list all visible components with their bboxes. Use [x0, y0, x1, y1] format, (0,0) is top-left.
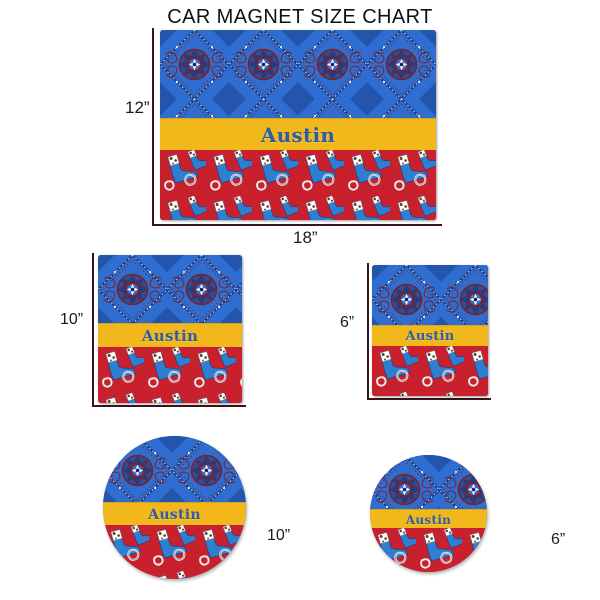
- medium-square-size-label: 10”: [60, 311, 84, 328]
- magnet-small-square[interactable]: Austin: [372, 265, 488, 396]
- bandana-paisley-icon: [98, 255, 242, 323]
- personalized-name: Austin: [260, 123, 336, 147]
- bandana-pattern-region: [98, 255, 242, 323]
- large-rect-height-rule: [152, 28, 154, 224]
- bandana-paisley-icon: [372, 265, 488, 325]
- name-banner: Austin: [98, 323, 242, 349]
- name-banner: Austin: [370, 509, 487, 530]
- small-square-height-rule: [367, 263, 369, 398]
- cowboy-boot-horseshoe-icon: [160, 150, 436, 220]
- personalized-name: Austin: [148, 506, 201, 523]
- bandana-paisley-icon: [160, 30, 436, 118]
- small-square-size-label: 6”: [340, 314, 355, 331]
- personalized-name: Austin: [141, 326, 199, 345]
- bandana-pattern-region: [160, 30, 436, 118]
- name-banner: Austin: [103, 502, 246, 527]
- cowboy-boot-horseshoe-icon: [370, 528, 487, 572]
- boots-pattern-region: [160, 150, 436, 220]
- boots-pattern-region: [103, 525, 246, 579]
- small-square-width-rule: [367, 398, 491, 400]
- personalized-name: Austin: [405, 512, 452, 527]
- large-rect-width-label: 18”: [293, 228, 318, 247]
- bandana-pattern-region: [372, 265, 488, 325]
- personalized-name: Austin: [405, 329, 455, 344]
- magnet-large-circle[interactable]: Austin: [103, 436, 246, 579]
- medium-square-width-rule: [92, 405, 246, 407]
- large-rect-width-rule: [152, 224, 442, 226]
- bandana-paisley-icon: [370, 455, 487, 509]
- page-title: CAR MAGNET SIZE CHART: [167, 6, 433, 28]
- cowboy-boot-horseshoe-icon: [98, 347, 242, 403]
- boots-pattern-region: [98, 347, 242, 403]
- bandana-paisley-icon: [103, 436, 246, 502]
- cowboy-boot-horseshoe-icon: [372, 346, 488, 396]
- cowboy-boot-horseshoe-icon: [103, 525, 246, 579]
- small-circle-size-label: 6”: [551, 531, 566, 548]
- medium-square-height-rule: [92, 253, 94, 405]
- large-rect-height-label: 12”: [125, 98, 150, 117]
- boots-pattern-region: [372, 346, 488, 396]
- boots-pattern-region: [370, 528, 487, 572]
- bandana-pattern-region: [370, 455, 487, 509]
- magnet-small-circle[interactable]: Austin: [370, 455, 487, 572]
- name-banner: Austin: [372, 325, 488, 348]
- name-banner: Austin: [160, 118, 436, 152]
- bandana-pattern-region: [103, 436, 246, 502]
- magnet-large-rect[interactable]: Austin: [160, 30, 436, 220]
- magnet-medium-square[interactable]: Austin: [98, 255, 242, 403]
- large-circle-size-label: 10”: [267, 527, 291, 544]
